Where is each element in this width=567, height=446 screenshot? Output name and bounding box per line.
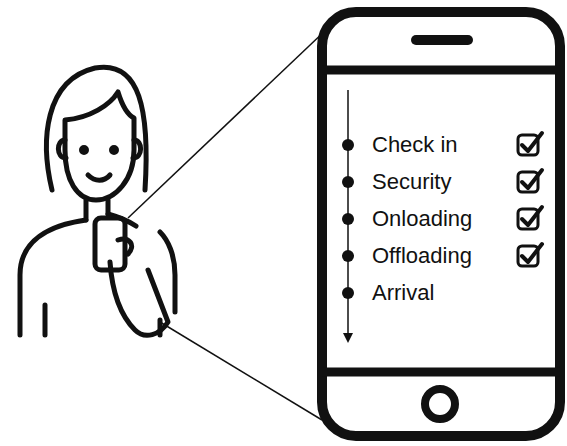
step-label: Offloading	[372, 243, 472, 269]
step-label: Arrival	[372, 280, 434, 306]
checkbox-icon	[518, 133, 542, 266]
step-label: Onloading	[372, 206, 472, 232]
step-label: Check in	[372, 132, 458, 158]
person-icon	[20, 67, 175, 335]
step-label: Security	[372, 169, 451, 195]
phone-outline	[322, 12, 560, 436]
zoom-line	[160, 322, 322, 420]
timeline-arrow	[342, 90, 354, 343]
zoom-line	[128, 28, 328, 218]
